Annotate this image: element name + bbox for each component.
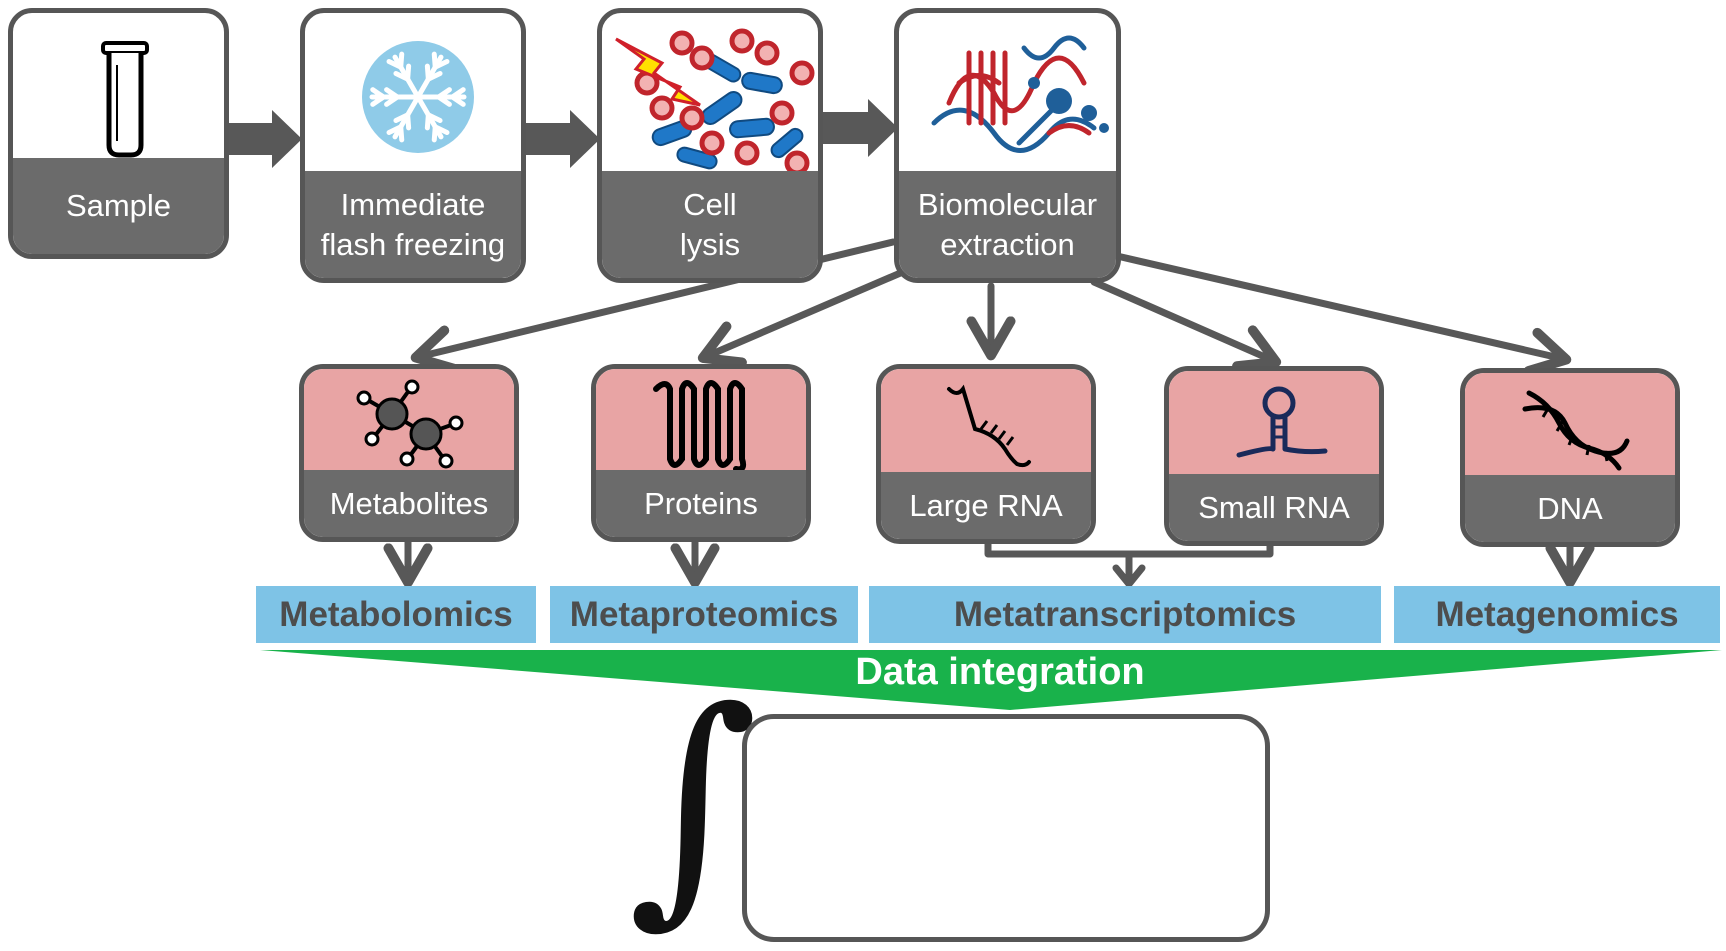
small-rna-hairpin-icon [1236,386,1328,458]
integration-wedge [260,650,1722,710]
biomolecules-icon [931,35,1109,153]
step-arrows [224,99,898,168]
integration-label: Data integration [855,651,1145,693]
metabolite-molecule-icon [356,379,464,469]
arrow-rna-merge [984,536,1274,582]
molecule-small-rna: Small RNA [1164,366,1384,546]
step-label: Immediate flash freezing [320,186,506,262]
large-rna-icon [947,384,1031,468]
omics-metabolomics: Metabolomics [256,586,536,643]
arrow-to-dna [1113,252,1572,376]
step-label: Biomolecular extraction [917,186,1098,262]
step-cell-lysis: Cell lysis [597,8,823,283]
arrow-freeze-to-lysis [524,110,600,168]
arrow-lysis-to-extraction [820,99,898,157]
sample-tube-icon [101,41,149,158]
molecule-proteins: Proteins [591,364,811,542]
step-flash-freezing: Immediate flash freezing [300,8,526,283]
arrow-sample-to-freeze [224,110,302,168]
molecule-label: Metabolites [329,485,489,521]
molecule-large-rna: Large RNA [876,364,1096,544]
molecule-label: Small RNA [1198,489,1350,525]
dna-double-helix-icon [1522,390,1630,471]
integral-symbol: ∫ [628,657,759,948]
cell-lysis-icon [615,28,815,176]
molecule-label: Large RNA [909,487,1063,523]
step-label: Sample [65,188,172,223]
step-biomolecular-extraction: Biomolecular extraction [894,8,1121,283]
molecule-label: Proteins [644,485,758,521]
step-sample: Sample [8,8,229,259]
omics-metatranscriptomics: Metatranscriptomics [869,586,1381,643]
omics-arrows [383,538,1595,588]
molecule-metabolites: Metabolites [299,364,519,542]
protein-helix-icon [653,380,747,473]
snowflake-icon [362,41,474,153]
integration-result-box [742,714,1270,942]
molecule-dna: DNA [1460,368,1680,547]
molecule-label: DNA [1537,490,1603,526]
arrow-to-proteins [697,264,916,368]
omics-metaproteomics: Metaproteomics [550,586,858,643]
step-label: Cell lysis [679,186,741,262]
omics-metagenomics: Metagenomics [1394,586,1720,643]
arrow-to-small-rna [1090,278,1282,372]
